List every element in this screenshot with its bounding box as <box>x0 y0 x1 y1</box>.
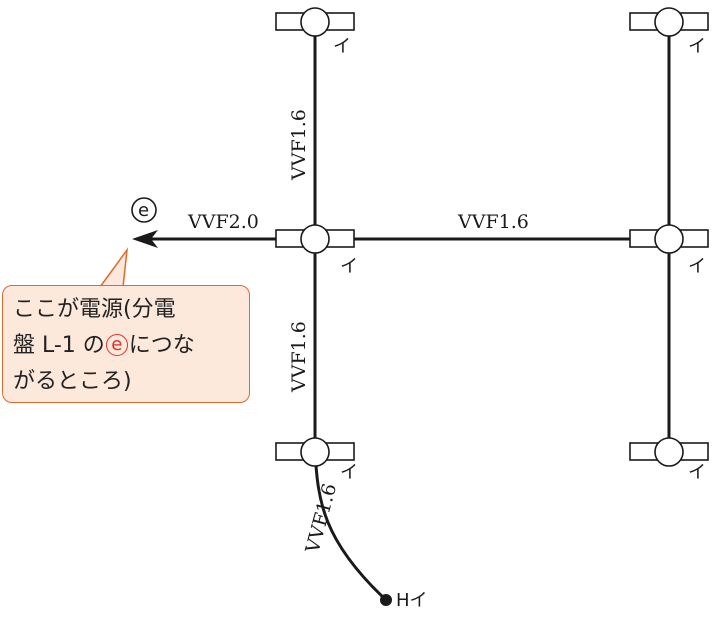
fixture-label-middle-right: イ <box>688 256 706 277</box>
fixture-label-top-right: イ <box>688 36 706 57</box>
fixture-label-bottom-left: イ <box>340 462 358 483</box>
cable-label-feed: VVF2.0 <box>187 211 259 233</box>
callout-pointer <box>98 247 129 288</box>
callout-e-mark: e <box>105 334 128 356</box>
fixture-top-left <box>275 7 355 37</box>
fixture-bottom-right <box>629 437 709 467</box>
callout-line-2-pre: 盤 L-1 の <box>13 333 105 358</box>
source-mark-circle <box>131 197 157 223</box>
cable-label-left-bottom: VVF1.6 <box>288 321 310 393</box>
callout-line-3: がるところ) <box>13 369 132 394</box>
fixture-middle-left <box>275 224 355 254</box>
cable-label-curve: VVF1.6 <box>301 481 341 556</box>
callout-line-2-post: につな <box>128 333 195 358</box>
fixture-label-bottom-right: イ <box>688 462 706 483</box>
fixture-bottom-left <box>275 437 355 467</box>
switch-dot <box>380 594 392 606</box>
switch-label: Hイ <box>396 590 428 611</box>
wire-curve-to-switch <box>313 451 388 602</box>
fixture-label-middle-left: イ <box>340 256 358 277</box>
callout-line-1: ここが電源(分電 <box>13 297 176 322</box>
fixture-middle-right <box>629 224 709 254</box>
cable-label-left-top: VVF1.6 <box>288 109 310 181</box>
feed-arrowhead <box>132 230 158 248</box>
cable-label-middle: VVF1.6 <box>457 211 529 233</box>
fixture-top-right <box>629 7 709 37</box>
fixture-label-top-left: イ <box>333 36 351 57</box>
source-mark-letter: e <box>138 200 149 221</box>
